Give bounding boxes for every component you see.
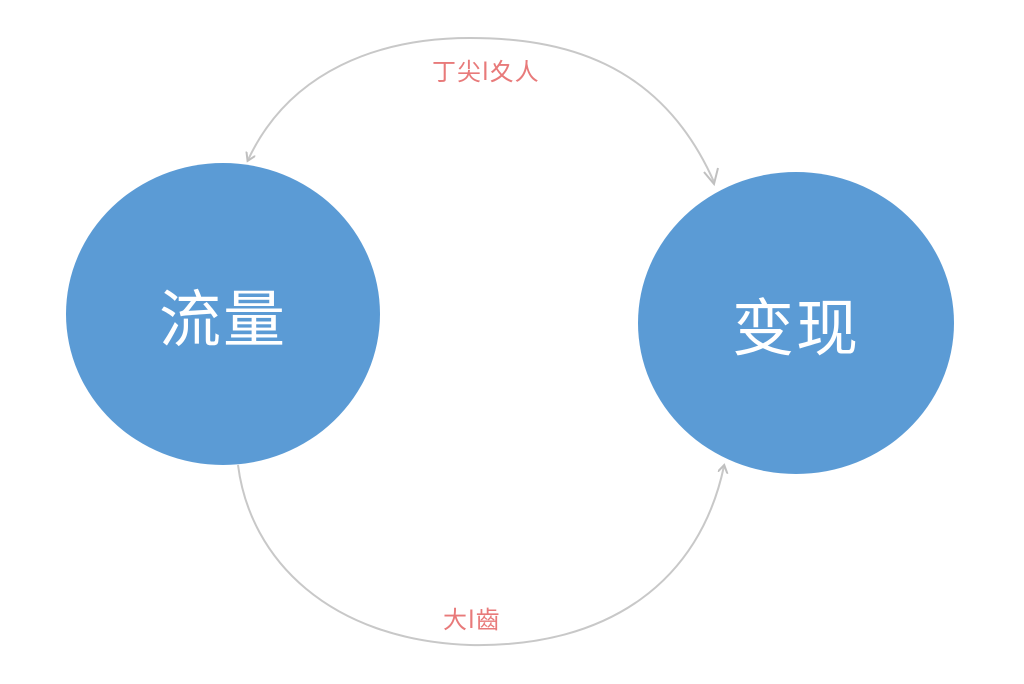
arrowhead-right-icon [703, 167, 719, 187]
edge-label-bottom: 大l齒 [443, 606, 501, 634]
node-monetization: 变现 [638, 172, 954, 474]
node-monetization-label: 变现 [731, 292, 860, 365]
node-traffic-label: 流量 [158, 283, 287, 356]
edge-label-top: 丁尖l夊人 [432, 58, 540, 86]
node-traffic: 流量 [66, 163, 380, 465]
arrow-top-curve [248, 36, 715, 183]
arrow-bottom-curve [237, 465, 724, 647]
